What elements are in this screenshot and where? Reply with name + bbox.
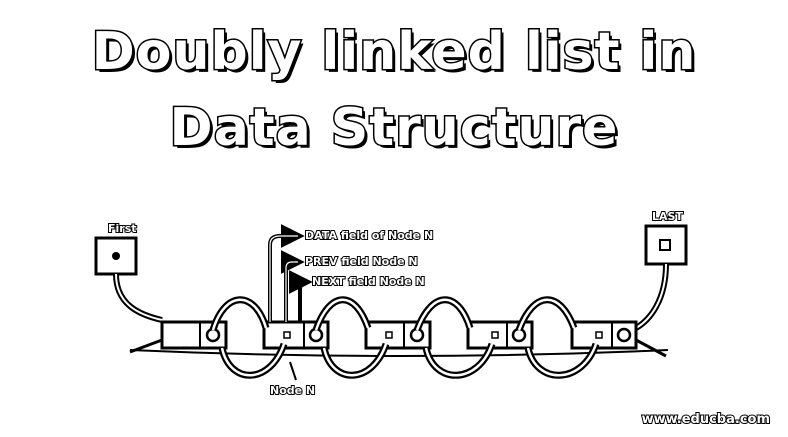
title-line-1: Doubly linked list in [90,21,697,84]
last-label: LAST [651,209,684,224]
node-5 [570,320,638,350]
null-left [129,338,163,354]
last-pointer-box [644,224,688,266]
prev-field-label: PREV field Node N [304,254,419,269]
data-field-label: DATA field of Node N [304,228,434,243]
next-field-label: NEXT field Node N [311,274,426,289]
watermark: www.educba.com [641,411,771,428]
first-pointer-box [94,236,138,276]
null-right [635,338,667,358]
node-n-leaders [268,224,313,322]
node-n-label-pointer [289,361,297,381]
first-label: First [107,221,137,236]
title-line-2: Data Structure [168,97,619,160]
node-n-label: Node N [269,383,316,398]
